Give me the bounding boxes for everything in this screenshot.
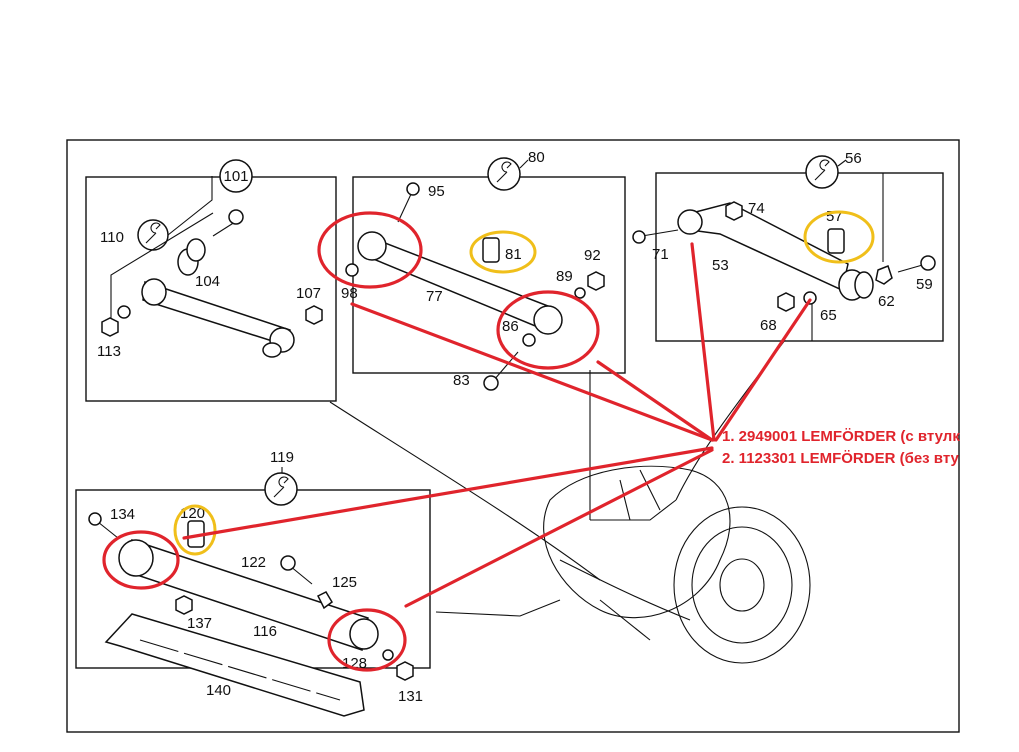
part-label-53: 53 [712,257,729,274]
part-label-68: 68 [760,317,777,334]
part-label-104: 104 [195,273,220,290]
group-101-callout [219,159,253,193]
part-label-122: 122 [241,554,266,571]
red-circle-134 [102,530,180,590]
part-label-92: 92 [584,247,601,264]
part-label-81: 81 [505,246,522,263]
part-label-125: 125 [332,574,357,591]
wrench-icon [805,155,839,189]
wrench-icon [487,157,521,191]
group-101-label: 101 [223,168,248,185]
part-label-110: 110 [100,229,124,246]
group-80-box [352,176,626,374]
part-label-74: 74 [748,200,765,217]
group-56: 56 74 57 71 53 62 59 68 65 [632,150,944,342]
part-label-113: 113 [97,343,121,360]
bar-140 [104,613,365,717]
yellow-circle-120 [173,504,217,556]
group-56-label: 56 [845,150,862,167]
red-circle-86 [496,290,600,370]
yellow-circle-81 [469,230,537,274]
part-label-98: 98 [341,285,358,302]
part-label-140: 140 [206,682,231,699]
annotation-line-1: 1. 2949001 LEMFÖRDER (с втулк [722,428,960,445]
highlight-circles [102,210,875,672]
wrench-icon [137,219,169,251]
group-119-label: 119 [270,449,294,466]
group-101-box [85,176,337,402]
red-circle-128 [327,608,407,672]
part-label-83: 83 [453,372,470,389]
part-label-89: 89 [556,268,573,285]
wrench-icon [264,472,298,506]
part-label-62: 62 [878,293,895,310]
yellow-circle-57 [803,210,875,264]
part-label-65: 65 [820,307,837,324]
group-101: 101 110 104 107 113 [85,159,337,402]
annotation-line-2: 2. 1123301 LEMFÖRDER (без вту [722,450,960,467]
highlight-arrows [182,242,812,608]
group-56-box [655,172,944,342]
part-label-77: 77 [426,288,443,305]
part-label-134: 134 [110,506,135,523]
group-80-label: 80 [528,149,545,166]
part-label-116: 116 [253,623,277,640]
red-circle-98 [317,211,423,289]
outer-frame [66,139,960,733]
part-label-107: 107 [296,285,321,302]
part-label-137: 137 [187,615,212,632]
part-label-71: 71 [652,246,669,263]
group-80: 80 95 81 92 89 98 77 86 83 [341,149,626,391]
part-label-86: 86 [502,318,519,335]
group-119: 119 134 120 122 125 137 116 128 131 140 [75,449,431,717]
part-label-59: 59 [916,276,933,293]
part-label-95: 95 [428,183,445,200]
part-label-131: 131 [398,688,423,705]
